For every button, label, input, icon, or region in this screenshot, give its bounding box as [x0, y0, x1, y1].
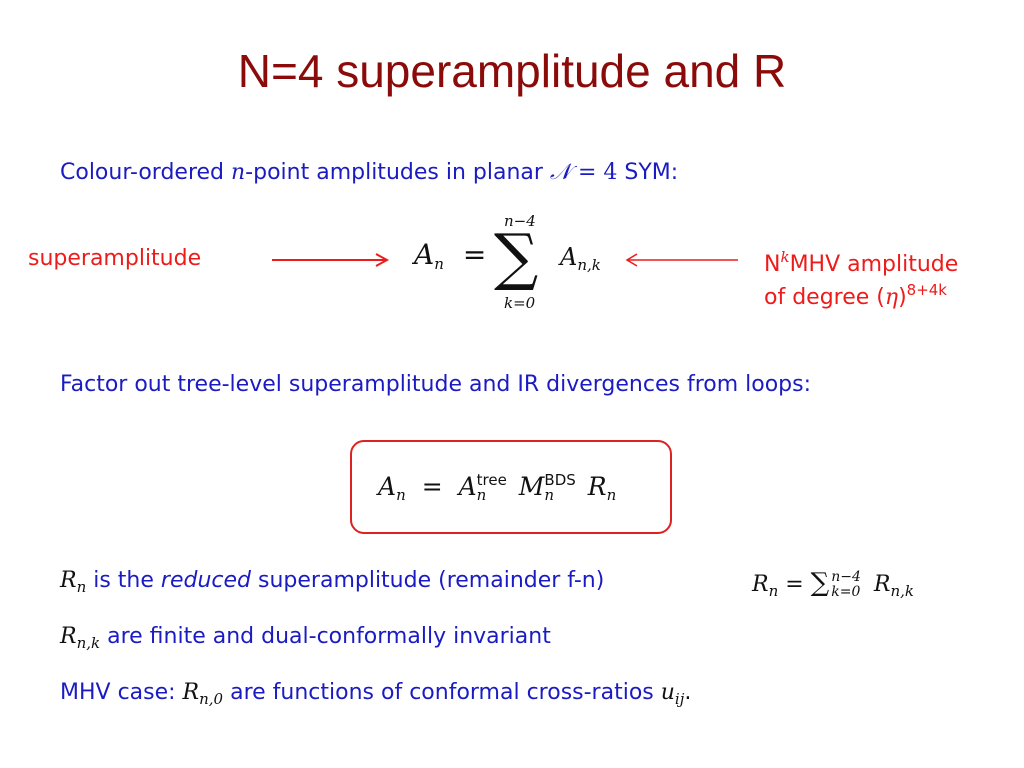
degree-text: of degree ( — [764, 285, 885, 310]
intro-text-1: Colour-ordered — [60, 160, 231, 185]
intro-text-2: -point amplitudes in planar — [245, 160, 550, 185]
rn-upper: n−4 — [831, 569, 861, 585]
mhv-u: u — [660, 680, 675, 705]
box-equals: = — [421, 472, 443, 501]
rn-R-sub: n — [76, 578, 87, 596]
mhv-end: . — [684, 680, 692, 705]
rn-eq-R2-sub: n,k — [890, 582, 914, 600]
rnk-R: R — [60, 624, 77, 649]
mhv-line: MHV case: Rn,0 are functions of conforma… — [60, 680, 691, 708]
rn-eq-R-sub: n — [768, 582, 779, 600]
eq-equals: = — [462, 238, 487, 271]
sum-equation-lhs: An = — [414, 238, 486, 273]
boxed-equation — [350, 440, 672, 534]
rn-eq-equals: = — [778, 572, 811, 597]
slide-title: N=4 superamplitude and R — [237, 45, 787, 97]
mhv-text: are functions of conformal cross-ratios — [223, 680, 661, 705]
intro-eq: = 4 — [570, 160, 618, 185]
sum-lower-limit: k=0 — [504, 294, 536, 312]
eq-A-sub: n — [434, 255, 444, 273]
term-A-sub: n,k — [577, 256, 601, 274]
rnk-R-sub: n,k — [76, 634, 101, 652]
rnk-line: Rn,k are finite and dual-conformally inv… — [60, 624, 551, 652]
degree-exponent: 8+4k — [906, 281, 947, 299]
box-bds-sub: n — [544, 486, 555, 504]
intro-n: n — [231, 160, 246, 185]
degree-close: ) — [898, 285, 907, 310]
box-R-sub: n — [606, 486, 617, 504]
box-A-sub: n — [396, 486, 406, 504]
superamplitude-label: superamplitude — [28, 246, 202, 271]
intro-N: 𝒩 — [549, 160, 571, 185]
sigma-symbol: ∑ — [494, 220, 539, 293]
box-R: R — [587, 472, 607, 501]
rn-eq-R2: R — [873, 572, 891, 597]
rn-eq-R: R — [752, 572, 769, 597]
sum-upper-limit: n−4 — [504, 212, 536, 230]
box-tree-sub: n — [476, 486, 487, 504]
rn-R: R — [60, 568, 77, 593]
box-A: A — [378, 472, 397, 501]
nkmhv-label-line1: NkMHV amplitude — [764, 248, 958, 277]
rn-reduced: reduced — [160, 568, 252, 593]
mhv-R: R — [182, 680, 200, 705]
rn-line: Rn is the reduced superamplitude (remain… — [60, 568, 604, 596]
nkmhv-N: N — [764, 252, 781, 277]
box-M: M — [518, 472, 545, 501]
factor-line: Factor out tree-level superamplitude and… — [60, 372, 812, 397]
rnk-text: are finite and dual-conformally invarian… — [100, 624, 551, 649]
box-bds-sup: BDS — [544, 471, 576, 489]
mhv-R-sub: n,0 — [199, 690, 224, 708]
eq-A: A — [414, 238, 435, 271]
mhv-u-sub: ij — [674, 690, 685, 708]
rn-text-1: is the — [86, 568, 161, 593]
sum-term: An,k — [560, 243, 601, 274]
left-arrow-icon — [625, 253, 738, 267]
rn-lower: k=0 — [831, 584, 861, 600]
box-tree-sup: tree — [476, 471, 507, 489]
intro-text-3: SYM: — [617, 160, 679, 185]
mhv-pre: MHV case: — [60, 680, 183, 705]
nkmhv-text: MHV amplitude — [789, 252, 959, 277]
rn-sigma: ∑ — [810, 568, 830, 598]
right-arrow-icon — [272, 253, 390, 267]
nkmhv-label-line2: of degree (η)8+4k — [764, 281, 947, 310]
intro-line: Colour-ordered n-point amplitudes in pla… — [60, 160, 678, 185]
degree-eta: η — [884, 285, 899, 310]
term-A: A — [560, 243, 578, 271]
nkmhv-k: k — [780, 248, 790, 266]
box-Atree: A — [458, 472, 477, 501]
rn-text-2: superamplitude (remainder f-n) — [251, 568, 605, 593]
